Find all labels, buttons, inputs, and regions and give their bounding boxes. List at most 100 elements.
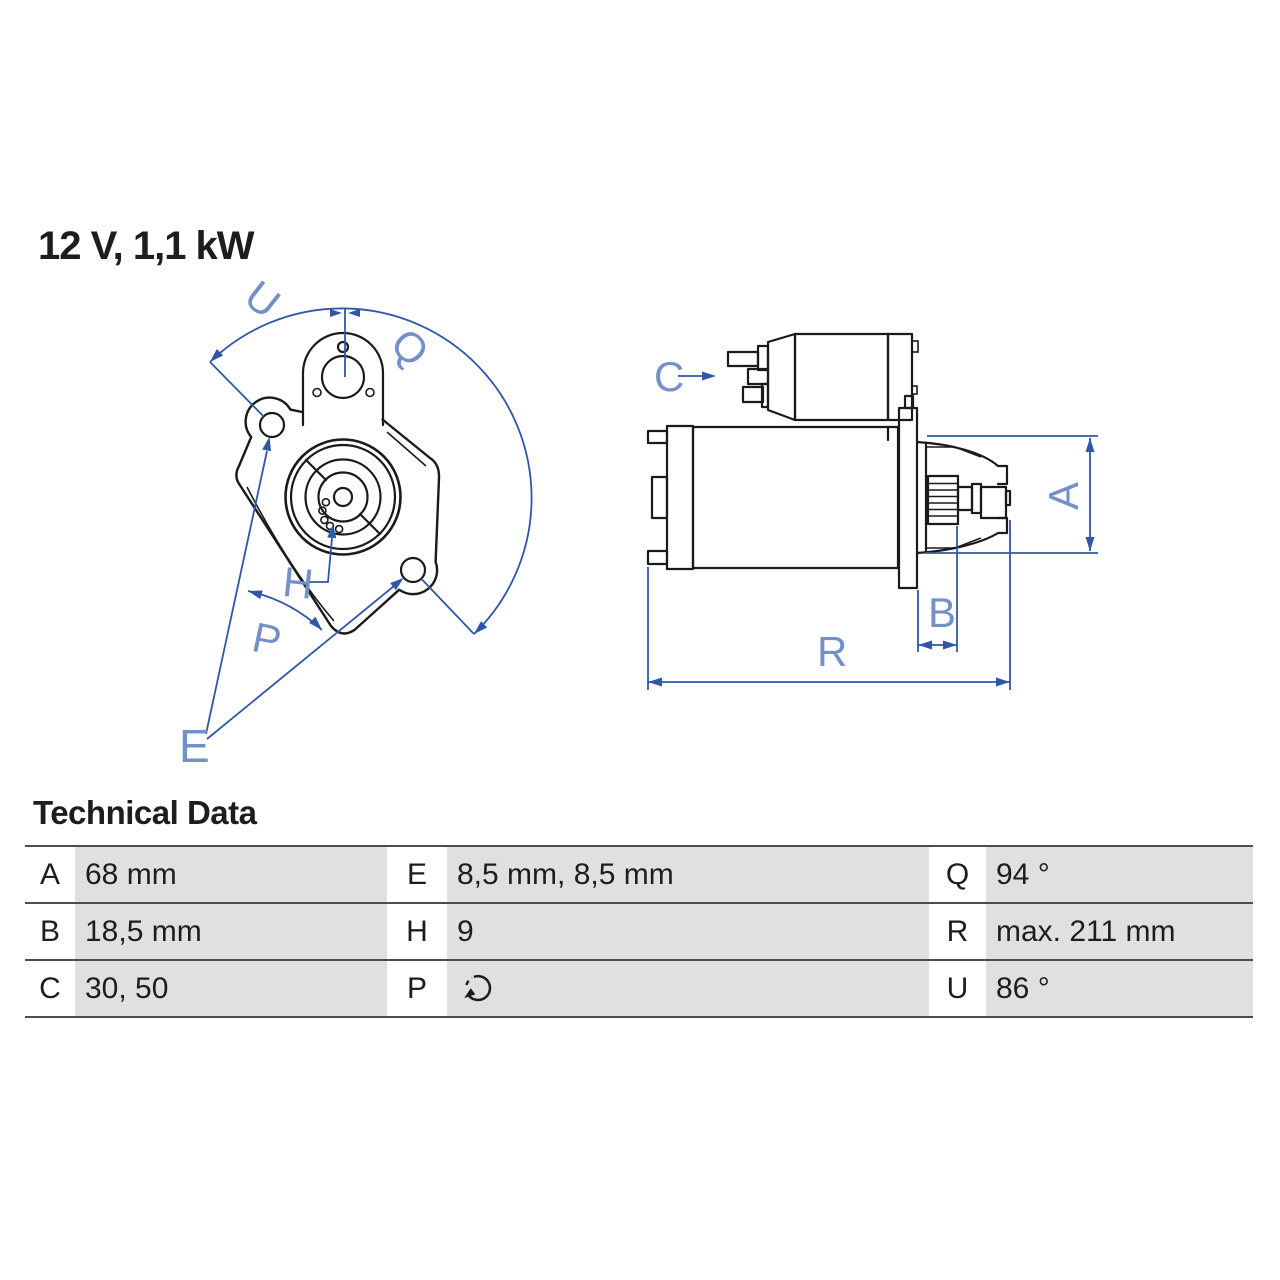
side-shaft-tip [1004,489,1012,507]
technical-data-heading: Technical Data [33,794,257,831]
dim-label-q: Q [382,319,438,376]
side-terminal-low-block [760,382,770,409]
a-arrow-bottom [1085,537,1095,551]
dim-label-e: E [179,720,210,772]
side-shaft-collar [970,482,983,515]
b-arrow-left [918,640,932,650]
front-boss-outer-ring [284,438,402,556]
c-arrowhead [702,371,716,381]
side-end-cap-tab-bottom [646,549,669,566]
front-shaft-circle [317,471,369,523]
spec-value-cell: 68 mm [75,847,387,902]
side-bracket-notch-bottom [911,385,918,395]
spec-label-cell: P [387,961,447,1016]
p-arc-arrowhead-right [309,616,322,630]
side-flange-plate [897,406,919,590]
front-view-dimensions: U Q H P E [179,271,533,772]
spec-label-cell: B [25,904,75,959]
spec-value-cell: 9 [447,904,929,959]
side-shaft-end-block [979,485,1008,520]
dim-label-h: H [281,558,316,608]
side-end-cap-boss [650,475,669,520]
spec-value-cell [447,961,929,1016]
front-keyline-lower-right [358,512,382,536]
e-leader-lower [206,585,395,740]
r-arrow-right [996,677,1010,687]
table-row: A 68 mm E 8,5 mm, 8,5 mm Q 94 ° [25,847,1253,904]
side-terminal-block [756,344,770,372]
side-pinion-teeth-lines [929,482,957,517]
dim-label-a: A [1040,482,1087,510]
front-tab-pin-hole-right [365,387,375,398]
spec-value-cell: 8,5 mm, 8,5 mm [447,847,929,902]
b-arrow-right [943,640,957,650]
u-leg-line [209,361,265,418]
side-terminal-mid [746,367,770,386]
product-spec-title: 12 V, 1,1 kW [38,224,255,268]
front-mount-hole-lower-right [399,556,427,584]
spec-label-cell: C [25,961,75,1016]
a-arrow-top [1085,438,1095,452]
front-flange-inner-contour-top [386,431,427,467]
spec-label-cell: R [929,904,986,959]
table-row: C 30, 50 P U 86 ° [25,961,1253,1018]
side-housing-bottom-outline [915,516,1009,555]
spec-value-cell: 86 ° [986,961,1253,1016]
side-housing-rib-top [927,446,982,458]
front-flange-outline [235,396,441,635]
side-solenoid-cap [766,332,797,422]
front-shaft-center-hole [332,486,354,508]
e-leader-lower-arrowhead [390,577,404,591]
side-solenoid-body [793,332,890,422]
side-terminal-low [741,385,765,404]
e-leader-upper [205,450,268,735]
front-tab-outline [301,331,385,427]
front-flange-inner-contour-bottom [246,486,335,622]
spec-value-cell: max. 211 mm [986,904,1253,959]
side-shaft [956,485,974,512]
dim-label-c: C [654,353,684,400]
h-leader [307,537,333,583]
side-flange-top-tab [903,394,915,410]
side-bracket-notch-top [911,340,919,353]
u-arc-arrowhead [210,349,224,362]
e-leader-upper-arrowhead [262,436,271,452]
tab-dim-arrow-left [330,309,342,317]
table-row: B 18,5 mm H 9 R max. 211 mm [25,904,1253,961]
spec-label-cell: H [387,904,447,959]
q-arc-arrowhead [474,621,488,634]
side-housing-top-outline [915,440,1009,486]
front-tab-small-hole [336,340,350,354]
dim-label-p: P [248,613,285,665]
front-tab-bearing-hole [320,354,366,400]
spec-value-cell: 94 ° [986,847,1253,902]
side-end-cap [665,424,695,571]
r-arrow-left [648,677,662,687]
spec-value-cell: 18,5 mm [75,904,387,959]
p-arc-arrowhead-left [248,590,263,600]
front-tab-pin-hole-left [312,387,322,398]
side-housing-rib-bottom [927,537,982,549]
technical-data-table: A 68 mm E 8,5 mm, 8,5 mm Q 94 ° B 18,5 m… [25,845,1253,1018]
side-terminal-stud [726,350,760,368]
spec-label-cell: Q [929,847,986,902]
spec-label-cell: U [929,961,986,1016]
h-arrowhead [327,524,337,539]
dim-label-b: B [928,589,956,636]
q-leg-line [420,578,475,635]
rotation-direction-icon [464,974,492,1001]
side-view-drawing [646,332,1012,590]
front-view-drawing [235,331,441,635]
dim-label-r: R [817,628,847,675]
side-motor-body [691,425,900,570]
uq-angle-arc [209,307,533,635]
front-keyline-upper-left [304,458,328,482]
front-mount-hole-upper-left [258,411,286,439]
tab-dim-arrow-right [348,309,360,317]
spec-value-cell: 30, 50 [75,961,387,1016]
side-end-cap-tab-top [646,429,669,445]
spec-label-cell: E [387,847,447,902]
front-spline-teeth [318,497,344,534]
spec-label-cell: A [25,847,75,902]
